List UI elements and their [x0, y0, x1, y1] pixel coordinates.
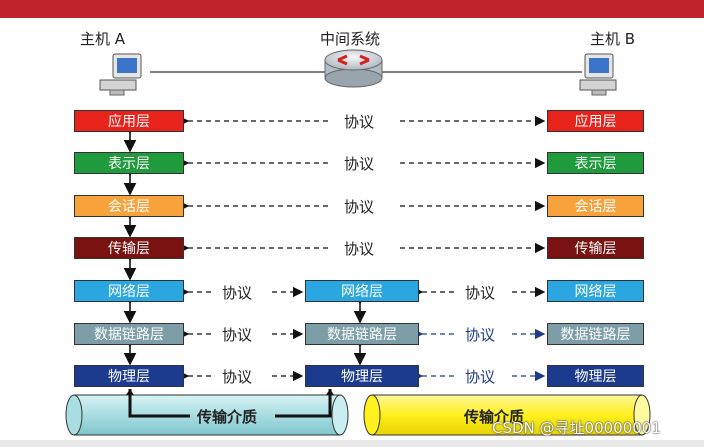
protocol-label-transport: 协议: [340, 238, 378, 259]
protocol-arrows-upper: [188, 121, 544, 248]
middle-datalink-layer: 数据链路层: [305, 323, 419, 345]
router-icon: [325, 50, 382, 87]
watermark: CSDN @寻址00000001: [492, 417, 661, 438]
host-b-transport-layer: 传输层: [547, 237, 644, 259]
protocol-label-datalink-right: 协议: [461, 324, 499, 345]
host-b-network-layer: 网络层: [547, 280, 644, 302]
protocol-label-physical-right: 协议: [461, 366, 499, 387]
bottom-bar: [0, 440, 704, 447]
host-a-network-layer: 网络层: [74, 280, 184, 302]
protocol-label-session: 协议: [340, 196, 378, 217]
host-a-session-layer: 会话层: [74, 195, 184, 217]
media-label-left: 传输介质: [197, 406, 257, 427]
host-b-application-layer: 应用层: [547, 110, 644, 132]
protocol-label-network-right: 协议: [461, 282, 499, 303]
host-a-transport-layer: 传输层: [74, 237, 184, 259]
host-a-presentation-layer: 表示层: [74, 152, 184, 174]
host-a-physical-layer: 物理层: [74, 365, 184, 387]
computer-icon-host-b: [580, 54, 616, 95]
protocol-label-physical-left: 协议: [218, 366, 256, 387]
host-b-physical-layer: 物理层: [547, 365, 644, 387]
middle-system-label: 中间系统: [320, 28, 380, 49]
host-b-presentation-layer: 表示层: [547, 152, 644, 174]
host-b-datalink-layer: 数据链路层: [547, 323, 644, 345]
protocol-label-network-left: 协议: [218, 282, 256, 303]
computer-icon-host-a: [100, 54, 141, 95]
protocol-label-presentation: 协议: [340, 153, 378, 174]
protocol-label-application: 协议: [340, 111, 378, 132]
middle-physical-layer: 物理层: [305, 365, 419, 387]
host-b-session-layer: 会话层: [547, 195, 644, 217]
host-a-application-layer: 应用层: [74, 110, 184, 132]
host-b-label: 主机 B: [590, 28, 635, 49]
middle-network-layer: 网络层: [305, 280, 419, 302]
host-a-label: 主机 A: [80, 28, 125, 49]
host-a-datalink-layer: 数据链路层: [74, 323, 184, 345]
protocol-label-datalink-left: 协议: [218, 324, 256, 345]
